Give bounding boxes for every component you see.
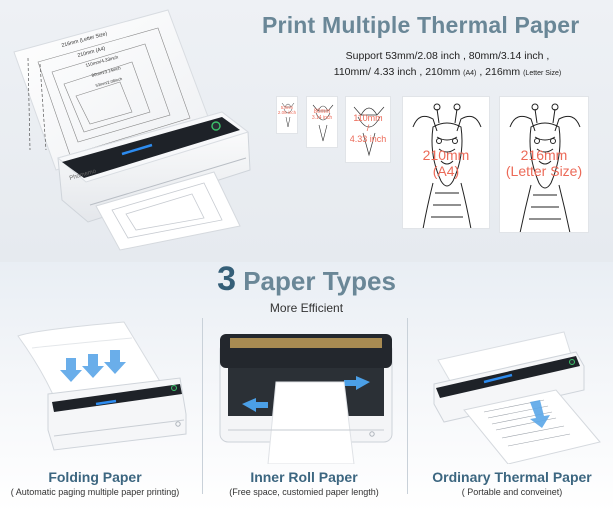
sample-110mm-line1: 110mm bbox=[353, 113, 383, 123]
sample-216mm: 216mm (Letter Size) bbox=[499, 96, 589, 233]
support-line-2b: , 216mm bbox=[479, 66, 521, 78]
sample-80mm-line2: 3.14 inch bbox=[311, 114, 333, 121]
caption-ordinary-title: Ordinary Thermal Paper bbox=[432, 469, 592, 485]
sample-210mm: 210mm (A4) bbox=[402, 96, 490, 229]
support-sizes-text: Support 53mm/2.08 inch , 80mm/3.14 inch … bbox=[290, 48, 605, 82]
paper-types-number: 3 bbox=[217, 260, 236, 298]
down-arrow-icon bbox=[530, 400, 550, 428]
sample-53mm-line1: 53mm bbox=[280, 105, 294, 110]
hero-sheet-label-5: 53mm/2.08inch bbox=[95, 76, 123, 88]
paper-types-subtitle: More Efficient bbox=[269, 301, 344, 315]
power-button-icon bbox=[211, 121, 221, 131]
paper-types-title: Paper Types bbox=[235, 266, 396, 296]
sample-216mm-line2: (Letter Size) bbox=[505, 163, 583, 180]
sample-216mm-line1: 216mm bbox=[520, 147, 568, 163]
sample-80mm-line1: 80mm bbox=[313, 109, 331, 115]
right-arrow-icon bbox=[344, 376, 370, 390]
sample-110mm-line3: 4.33 inch bbox=[349, 133, 387, 144]
giraffe-illustration-icon bbox=[509, 103, 581, 232]
column-divider-1 bbox=[202, 318, 203, 494]
down-arrow-icon bbox=[60, 350, 126, 382]
support-letter-note: (Letter Size) bbox=[523, 70, 562, 77]
giraffe-thumb-icon bbox=[353, 106, 385, 157]
hero-output-paper bbox=[95, 171, 241, 251]
giraffe-thumb-icon bbox=[312, 104, 334, 142]
page-title: Print Multiple Thermal Paper bbox=[262, 12, 580, 38]
sample-80mm: 80mm 3.14 inch bbox=[306, 96, 338, 148]
inner-roll-illustration bbox=[219, 334, 393, 464]
caption-folding-title: Folding Paper bbox=[48, 469, 142, 485]
caption-roll-sub: (Free space, customied paper length) bbox=[229, 487, 379, 497]
sample-110mm: 110mm / 4.33 inch bbox=[345, 96, 391, 163]
hero-printer-illustration: 216mm (Letter Size) 210mm (A4) 110mm/4.3… bbox=[13, 9, 251, 251]
giraffe-illustration-icon bbox=[412, 103, 482, 228]
support-a4-note: (A4) bbox=[463, 70, 477, 77]
left-arrow-icon bbox=[242, 398, 268, 412]
folding-paper-illustration bbox=[17, 321, 187, 451]
caption-folding-sub: ( Automatic paging multiple paper printi… bbox=[10, 487, 180, 497]
sample-53mm-line2: 2.08 inch bbox=[277, 110, 297, 116]
giraffe-thumb-icon bbox=[281, 102, 295, 128]
caption-roll-title: Inner Roll Paper bbox=[250, 469, 358, 485]
hero-printer-top-strip bbox=[62, 117, 240, 178]
support-line-2: 110mm/ 4.33 inch , 210mm (A4) , 216mm (L… bbox=[290, 64, 605, 82]
sample-110mm-line2: / bbox=[366, 123, 370, 134]
support-line-2a: 110mm/ 4.33 inch , 210mm bbox=[333, 66, 461, 78]
sample-210mm-line2: (A4) bbox=[432, 163, 460, 180]
ordinary-paper-illustration bbox=[433, 331, 601, 464]
sample-53mm: 53mm 2.08 inch bbox=[276, 96, 298, 134]
column-divider-2 bbox=[407, 318, 408, 494]
paper-types-heading: 3 Paper Types bbox=[0, 260, 613, 299]
support-line-1: Support 53mm/2.08 inch , 80mm/3.14 inch … bbox=[345, 50, 550, 62]
ordinary-output-paper bbox=[463, 389, 601, 464]
sample-210mm-line1: 210mm bbox=[422, 147, 470, 163]
roll-output-paper bbox=[267, 381, 355, 464]
caption-ordinary-sub: ( Portable and conveinet) bbox=[461, 487, 563, 497]
